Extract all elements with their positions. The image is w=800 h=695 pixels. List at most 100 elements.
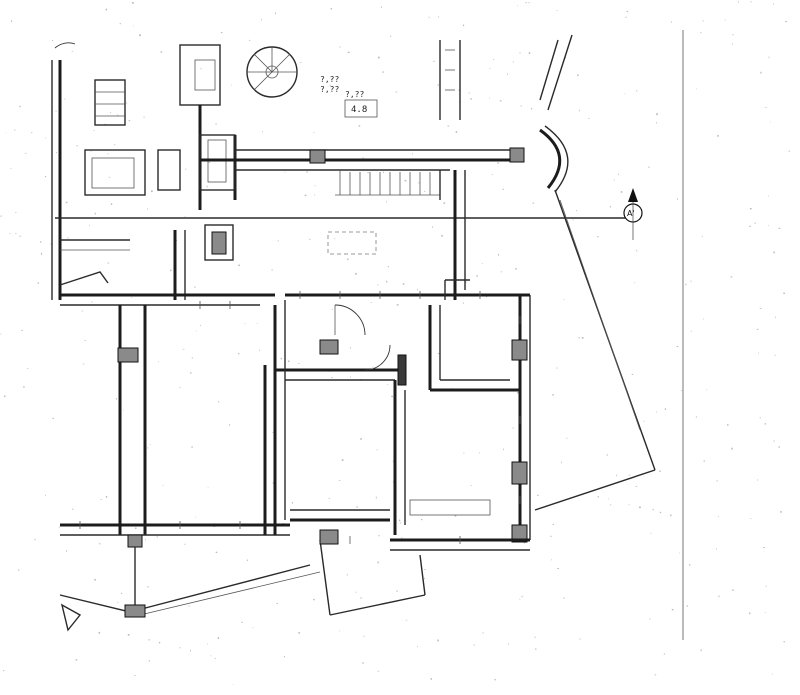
scan-speck	[27, 368, 29, 369]
scan-speck	[334, 238, 336, 240]
scan-speck	[764, 423, 766, 425]
scan-speck	[383, 171, 385, 173]
scan-speck	[628, 474, 630, 476]
scan-speck	[421, 519, 423, 521]
scan-speck	[50, 243, 52, 245]
scan-speck	[756, 328, 759, 330]
scan-speck	[437, 639, 439, 642]
scan-speck	[552, 394, 554, 396]
scan-speck	[768, 56, 770, 58]
scan-speck	[700, 649, 702, 652]
scan-speck	[98, 631, 101, 634]
scan-speck	[454, 515, 457, 517]
scan-speck	[732, 43, 733, 45]
scan-speck	[727, 424, 729, 426]
scan-speck	[765, 107, 767, 108]
scan-speck	[34, 539, 36, 541]
scan-speck	[759, 417, 761, 419]
scan-speck	[656, 411, 657, 413]
scan-speck	[578, 109, 580, 112]
scan-speck	[133, 25, 134, 27]
scan-speck	[677, 198, 678, 200]
scan-speck	[277, 239, 279, 242]
scan-speck	[121, 592, 123, 594]
scan-speck	[636, 249, 638, 252]
scan-speck	[298, 363, 300, 364]
scan-speck	[107, 262, 110, 264]
scan-speck	[465, 281, 467, 283]
scan-speck	[572, 219, 574, 221]
scan-speck	[341, 459, 344, 461]
scan-speck	[89, 224, 90, 226]
scan-speck	[424, 191, 426, 192]
scan-speck	[191, 446, 193, 448]
scan-speck	[386, 201, 387, 203]
scan-speck	[365, 107, 367, 109]
scan-speck	[200, 324, 201, 326]
scan-speck	[618, 173, 619, 175]
scan-speck	[76, 145, 78, 147]
scan-speck	[718, 516, 720, 517]
scan-speck	[3, 670, 5, 672]
scan-speck	[108, 176, 110, 178]
scan-speck	[262, 131, 263, 133]
scan-speck	[55, 110, 57, 112]
scan-speck	[643, 420, 645, 422]
scan-speck	[19, 235, 21, 237]
scan-speck	[758, 352, 759, 354]
middle-room	[263, 300, 400, 535]
scan-speck	[291, 502, 293, 504]
scan-speck	[500, 271, 503, 273]
scan-speck	[628, 503, 630, 506]
scan-speck	[497, 162, 499, 164]
scan-speck	[117, 114, 119, 116]
scan-speck	[716, 548, 717, 550]
scan-speck	[347, 258, 349, 261]
scan-noise	[0, 1, 790, 685]
scan-speck	[127, 634, 130, 636]
scan-speck	[328, 498, 330, 499]
scan-speck	[716, 480, 718, 482]
scan-speck	[147, 586, 149, 588]
scan-speck	[276, 603, 278, 604]
scan-speck	[215, 551, 218, 553]
scan-speck	[701, 236, 703, 237]
scan-speck	[750, 518, 752, 519]
scan-speck	[147, 447, 149, 449]
scan-speck	[158, 641, 161, 644]
scan-speck	[15, 212, 17, 213]
scan-speck	[401, 537, 403, 539]
scan-speck	[636, 90, 638, 92]
scan-speck	[71, 508, 74, 510]
scan-speck	[82, 363, 85, 365]
scan-speck	[597, 236, 599, 238]
scan-speck	[149, 444, 151, 446]
scan-speck	[455, 131, 458, 133]
scan-speck	[695, 88, 697, 90]
scan-speck	[639, 506, 641, 509]
scan-speck	[775, 316, 776, 319]
scan-speck	[616, 474, 618, 477]
scan-speck	[215, 123, 217, 125]
scan-speck	[512, 427, 514, 429]
scan-speck	[376, 449, 378, 451]
scan-speck	[517, 5, 518, 7]
scan-speck	[507, 73, 508, 75]
scan-speck	[387, 266, 389, 268]
scan-speck	[515, 268, 517, 270]
scan-speck	[609, 504, 612, 506]
scan-speck	[479, 452, 480, 454]
scan-speck	[417, 646, 418, 647]
scan-speck	[470, 98, 472, 100]
scan-speck	[387, 384, 389, 385]
scan-speck	[190, 649, 191, 652]
scan-speck	[624, 93, 626, 95]
scan-speck	[372, 366, 374, 368]
scan-speck	[788, 150, 790, 152]
scan-speck	[520, 105, 522, 107]
scan-speck	[631, 373, 634, 375]
scan-speck	[647, 166, 650, 168]
scan-speck	[417, 288, 418, 291]
spiral-stair	[246, 46, 298, 98]
